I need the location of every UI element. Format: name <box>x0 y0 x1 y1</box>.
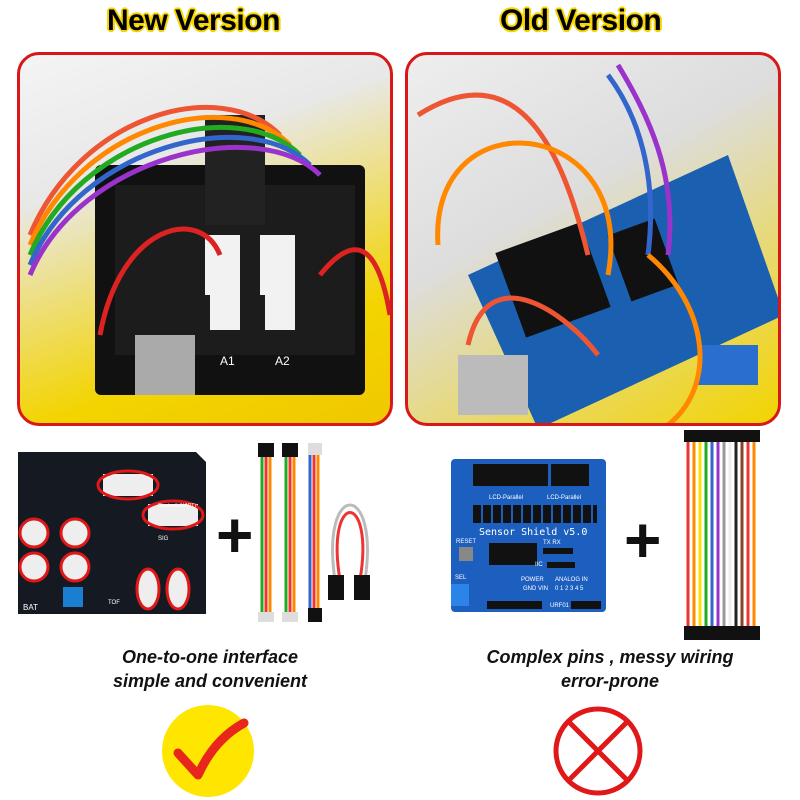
board-title: Sensor Shield v5.0 <box>479 527 588 538</box>
new-caption: One-to-one interface simple and convenie… <box>60 645 360 693</box>
tof-label: TOF <box>108 600 120 606</box>
sensor-shield-v5-board: LCD-Parallel LCD-Parallel Sensor Shield … <box>451 459 606 612</box>
svg-text:A1: A1 <box>220 354 235 368</box>
old-board-illustration <box>416 63 778 423</box>
old-version-heading: Old Version <box>500 4 662 37</box>
lcd-parallel-label-1: LCD-Parallel <box>489 495 524 501</box>
new-board-illustration: A1 A2 <box>27 104 390 395</box>
cross-icon <box>553 706 643 796</box>
check-icon <box>162 705 254 797</box>
plus-sign-left: + <box>216 499 254 571</box>
old-caption: Complex pins , messy wiring error-prone <box>450 645 770 693</box>
urf01-label: URF01 <box>550 603 570 609</box>
sig-label: SIG <box>158 536 169 542</box>
sel-label: SEL <box>455 575 467 581</box>
svg-text:A2: A2 <box>275 354 290 368</box>
plus-sign-right: + <box>624 504 662 576</box>
jumper-wires <box>684 430 760 640</box>
bat-label: BAT <box>23 603 38 612</box>
old-caption-line2: error-prone <box>560 671 659 691</box>
tx-rx-label: TX RX <box>543 540 561 546</box>
reset-label: RESET <box>456 539 477 545</box>
new-caption-line1: One-to-one interface <box>121 647 299 667</box>
iic-label: IIC <box>535 562 543 568</box>
new-caption-line2: simple and convenient <box>112 671 308 691</box>
analog-pin-numbers-label: 0 1 2 3 4 5 <box>555 586 584 592</box>
connector-cables <box>258 443 370 622</box>
new-shield-board: BAT Bluetooth(UART) TOF SIG <box>18 452 206 614</box>
power-label: POWER <box>521 577 544 583</box>
gnd-vin-label: GND VIN <box>523 586 549 592</box>
new-version-photo: A1 A2 <box>17 52 393 426</box>
new-version-heading: New Version <box>107 4 280 37</box>
old-caption-line1: Complex pins , messy wiring <box>486 647 734 667</box>
lcd-parallel-label-2: LCD-Parallel <box>547 495 582 501</box>
analog-in-label: ANALOG IN <box>555 577 588 583</box>
old-version-photo <box>405 52 781 426</box>
bluetooth-uart-label: Bluetooth(UART) <box>158 503 196 509</box>
